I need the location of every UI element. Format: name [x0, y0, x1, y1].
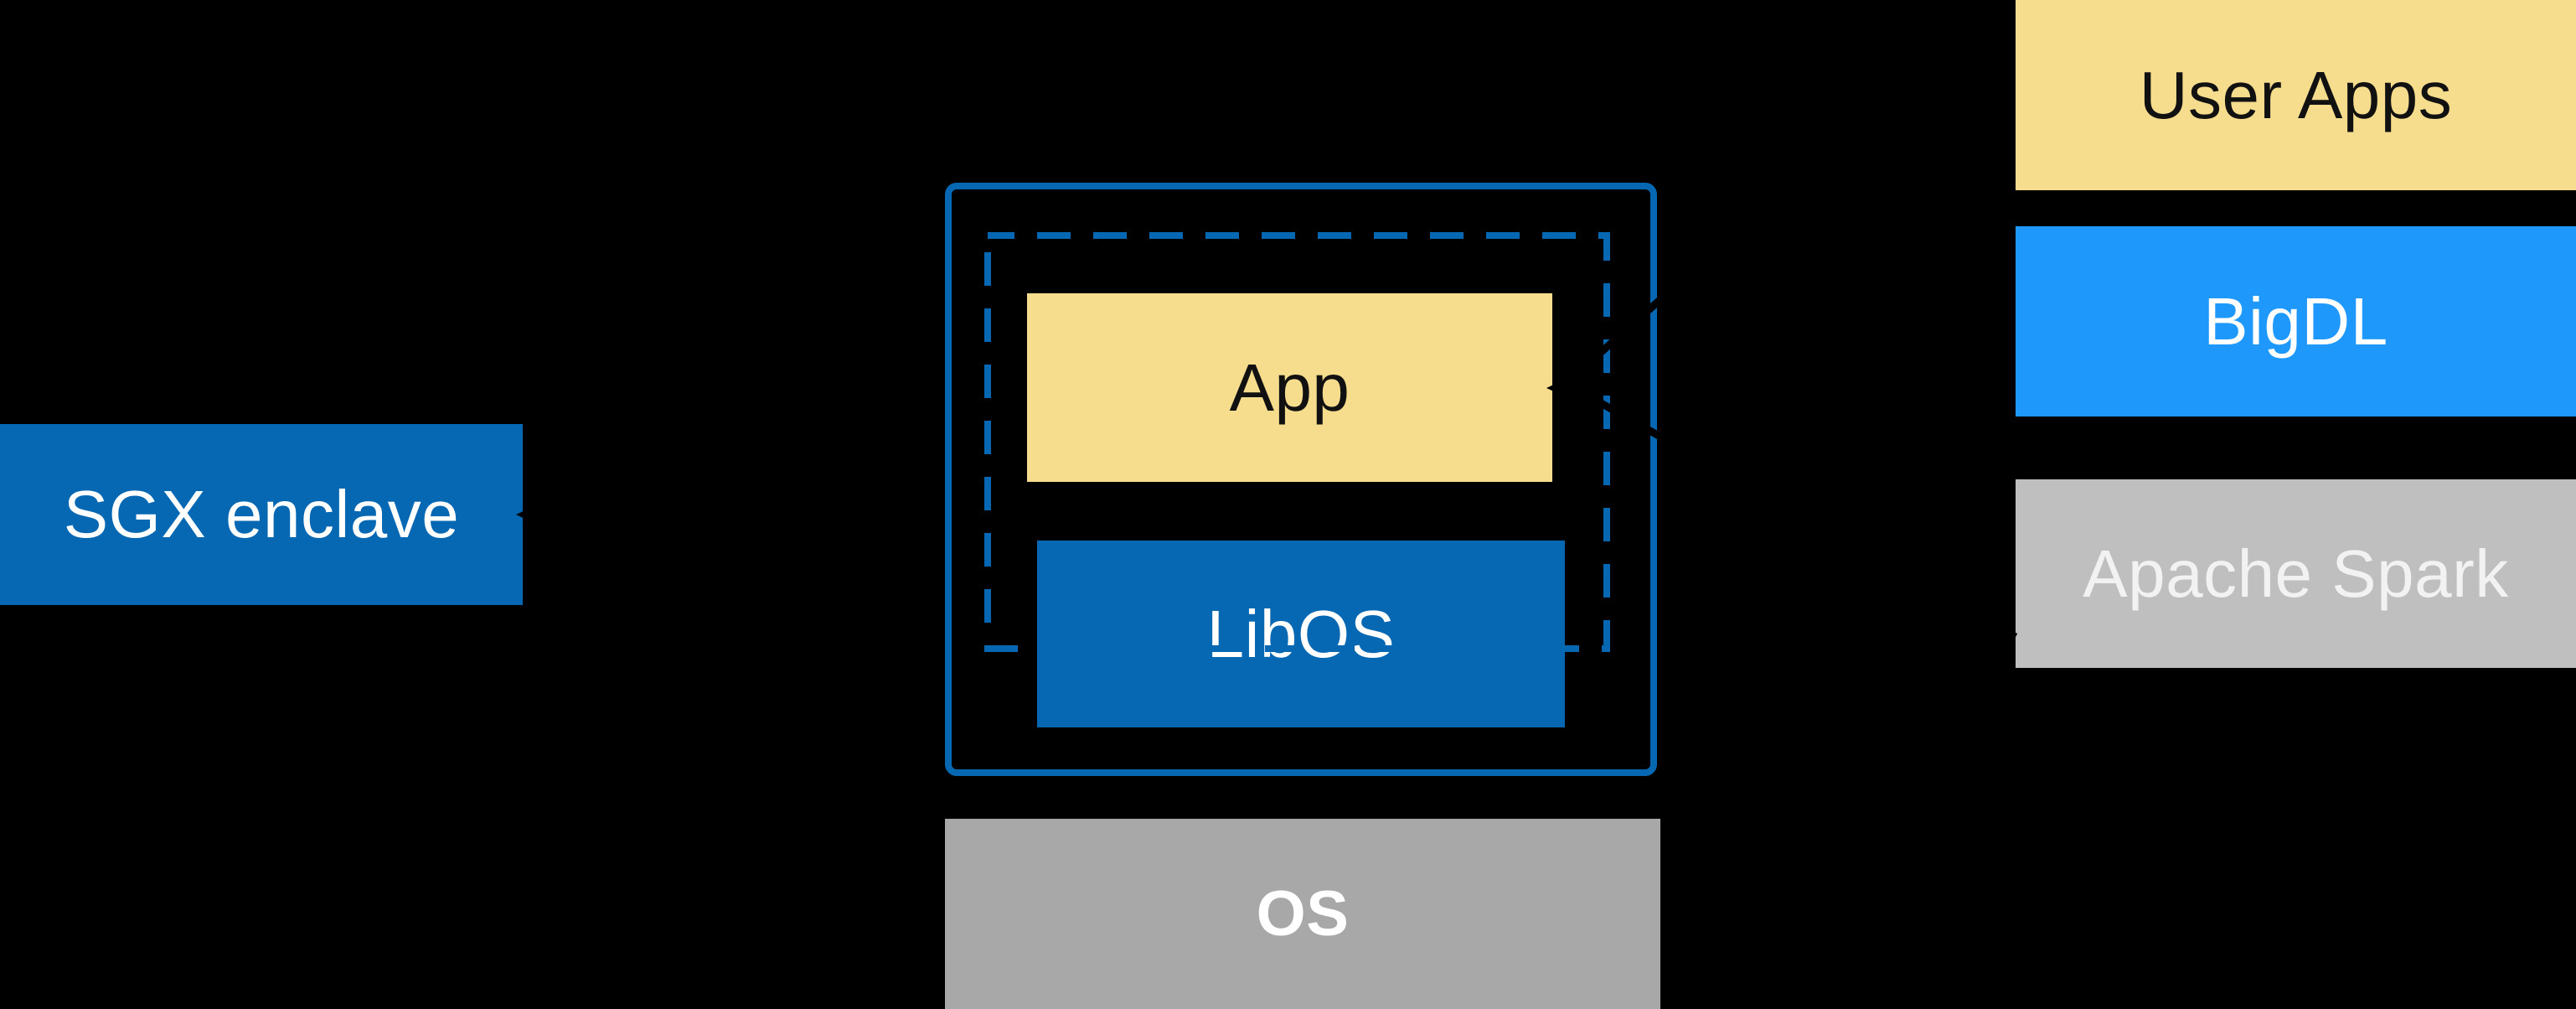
os-label: OS — [1256, 878, 1350, 949]
os-box: OS — [945, 819, 1660, 1009]
apache-spark-label: Apache Spark — [2083, 536, 2509, 611]
app-label: App — [1229, 349, 1350, 425]
sgx-enclave-box: SGX enclave — [0, 424, 523, 605]
libos-box: LibOS — [1037, 541, 1565, 727]
bigdl-box: BigDL — [2016, 226, 2576, 417]
apache-spark-box: Apache Spark — [2016, 479, 2576, 668]
libos-label: LibOS — [1206, 596, 1396, 671]
sgx-enclave-label: SGX enclave — [63, 477, 460, 551]
user-apps-label: User Apps — [2139, 57, 2453, 132]
arrows-stack-to-app-icon — [1546, 0, 2018, 640]
app-box: App — [1027, 293, 1552, 482]
bigdl-label: BigDL — [2203, 283, 2388, 359]
user-apps-box: User Apps — [2016, 0, 2576, 190]
arrow-to-sgx-icon — [516, 501, 945, 528]
